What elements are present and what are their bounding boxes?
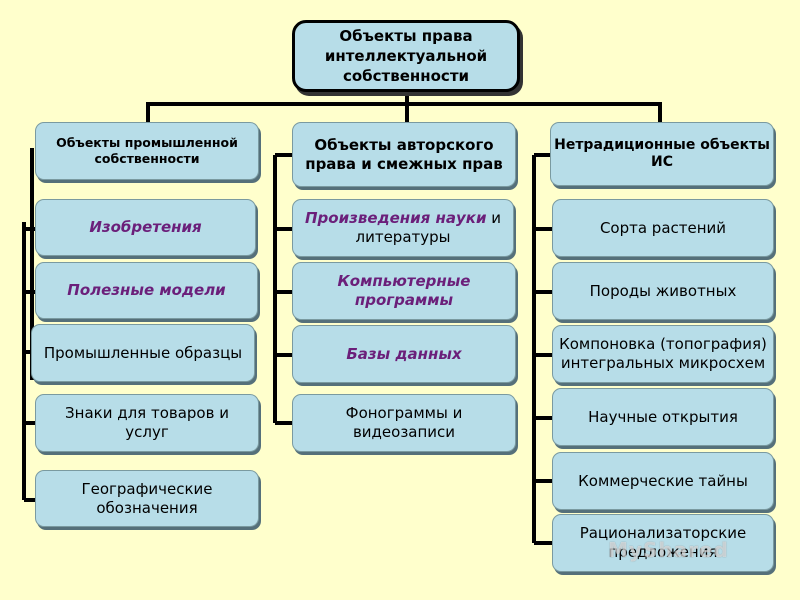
item-inventions: Изобретения: [35, 199, 256, 256]
item-industrial-designs: Промышленные образцы: [31, 324, 255, 382]
item-science-literature-works: Произведения науки и литературы: [292, 199, 514, 257]
item-scientific-discoveries: Научные открытия: [552, 388, 774, 446]
item-geographical-indications: Географические обозначения: [35, 470, 259, 527]
root-node: Объекты права интеллектуальной собственн…: [292, 20, 520, 92]
item-literature-suffix: и литературы: [355, 209, 502, 246]
item-science-works-emphasis: Произведения науки: [305, 209, 487, 228]
column-header-industrial: Объекты промышленной собственности: [35, 122, 259, 180]
item-animal-breeds: Породы животных: [552, 262, 774, 320]
item-rationalization-proposals: Рационализаторские предложения: [552, 514, 774, 572]
column-header-nontraditional: Нетрадиционные объекты ИС: [550, 122, 774, 186]
item-plant-varieties: Сорта растений: [552, 199, 774, 257]
item-phonograms-videos: Фонограммы и видеозаписи: [292, 394, 516, 452]
item-databases: Базы данных: [292, 325, 516, 383]
item-trademarks: Знаки для товаров и услуг: [35, 394, 259, 452]
column-header-copyright: Объекты авторского права и смежных прав: [292, 122, 516, 187]
item-utility-models: Полезные модели: [35, 262, 258, 319]
item-ic-topography: Компоновка (топография) интегральных мик…: [552, 325, 774, 383]
item-computer-programs: Компьютерные программы: [292, 262, 516, 320]
item-trade-secrets: Коммерческие тайны: [552, 452, 774, 510]
